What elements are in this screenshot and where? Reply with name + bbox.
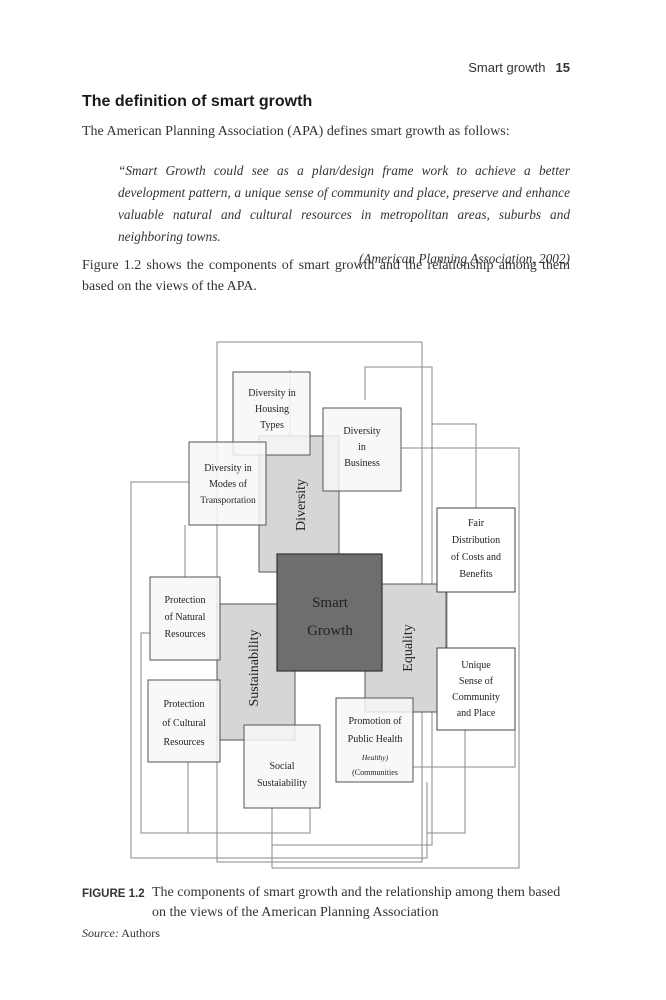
unique-line2: Sense of (459, 676, 494, 687)
fair-line4: Benefits (459, 569, 492, 580)
natural-line2: of Natural (165, 612, 206, 623)
figure-intro-paragraph: Figure 1.2 shows the components of smart… (82, 258, 570, 294)
section-title: The definition of smart growth (82, 93, 313, 110)
transport-line3: Transportation (200, 496, 256, 506)
page-number: 15 (555, 60, 570, 75)
unique-line1: Unique (461, 660, 491, 671)
core-label-line2: Growth (307, 623, 353, 639)
cultural-line1: Protection (163, 699, 204, 710)
source-text: Authors (121, 926, 160, 940)
business-line3: Business (344, 458, 380, 469)
health-line3: Healthy) (361, 753, 389, 762)
running-head: Smart growth 15 (468, 60, 570, 75)
social-line1: Social (270, 761, 295, 772)
transportation-box (188, 441, 267, 526)
business-box (322, 407, 402, 492)
equality-label: Equality (401, 624, 416, 671)
apa-quote: “Smart Growth could see as a plan/design… (118, 160, 570, 270)
diversity-label: Diversity (294, 479, 309, 531)
social-sustainability-box (243, 724, 321, 809)
housing-line1: Diversity in (248, 388, 296, 399)
housing-line2: Housing (255, 404, 289, 415)
cultural-line3: Resources (163, 737, 204, 748)
health-line4: (Communities (352, 768, 398, 777)
fair-distribution-box (436, 507, 516, 593)
figure-source: Source: Authors (82, 926, 160, 941)
housing-line3: Types (260, 420, 284, 431)
public-health-box (335, 697, 414, 783)
quote-text: “Smart Growth could see as a plan/design… (118, 163, 570, 244)
figure-caption: FIGURE 1.2 The components of smart growt… (82, 883, 572, 923)
running-head-title: Smart growth (468, 60, 546, 75)
fair-line2: Distribution (452, 535, 500, 546)
figure-label: FIGURE 1.2 (82, 888, 145, 900)
source-label: Source: (82, 926, 119, 940)
natural-resources-box (149, 576, 221, 661)
intro-text: The American Planning Association (APA) … (82, 124, 510, 139)
natural-line3: Resources (164, 629, 205, 640)
quote-source: (American Planning Association, 2002) (358, 251, 570, 266)
natural-line1: Protection (164, 595, 205, 606)
housing-types-box (232, 371, 311, 456)
unique-line4: and Place (457, 708, 496, 719)
figure-caption-text: The components of smart growth and the r… (152, 885, 561, 920)
health-line2: Public Health (348, 734, 403, 745)
fair-line3: of Costs and (451, 552, 501, 563)
business-line2: in (358, 442, 366, 453)
core-label-line1: Smart (312, 595, 349, 611)
health-line1: Promotion of (348, 716, 402, 727)
sustainability-label: Sustainability (247, 630, 262, 707)
unique-sense-box (436, 647, 516, 731)
transport-line1: Diversity in (204, 463, 252, 474)
social-line2: Sustaiability (257, 778, 307, 789)
cultural-line2: of Cultural (162, 718, 206, 729)
unique-line3: Community (452, 692, 500, 703)
business-line1: Diversity (343, 426, 380, 437)
smart-growth-core (276, 553, 383, 672)
fair-line1: Fair (468, 518, 485, 529)
transport-line2: Modes of (209, 479, 248, 490)
cultural-resources-box (147, 679, 221, 763)
smart-growth-diagram: Diversity Sustainability Equality Smart … (130, 341, 520, 869)
